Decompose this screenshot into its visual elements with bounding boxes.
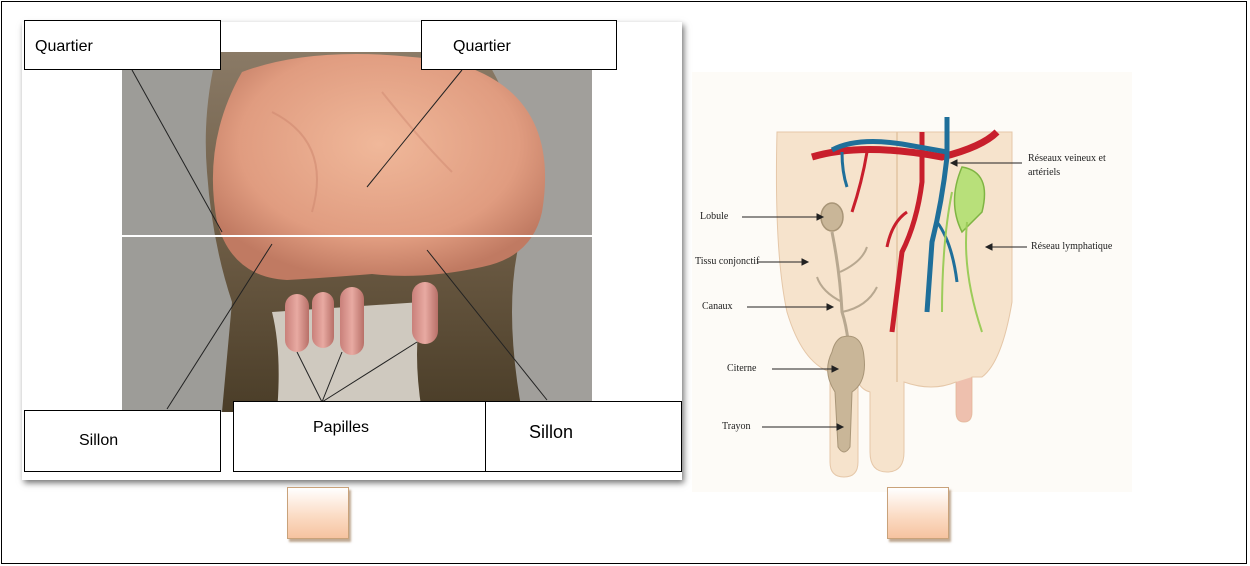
label-quartier-left-text: Quartier [35, 38, 93, 56]
label-sillon-right-text: Sillon [529, 422, 573, 443]
diagram-label-tissu: Tissu conjonctif [695, 256, 759, 267]
diagram-label-trayon: Trayon [722, 421, 751, 432]
label-papilles: Papilles [233, 401, 487, 472]
mammary-gland-illustration [692, 72, 1132, 492]
answer-box-left[interactable] [287, 487, 349, 539]
diagram-label-lymph: Réseau lymphatique [1031, 241, 1112, 252]
label-quartier-right: Quartier [421, 20, 617, 70]
label-papilles-text: Papilles [313, 419, 369, 437]
label-quartier-right-text: Quartier [453, 38, 511, 56]
diagram-label-citerne: Citerne [727, 363, 756, 374]
label-sillon-left-text: Sillon [79, 432, 118, 450]
label-sillon-left: Sillon [24, 410, 221, 472]
label-sillon-right: Sillon [485, 401, 682, 472]
answer-box-right[interactable] [887, 487, 949, 539]
mammary-gland-diagram: Lobule Tissu conjonctif Canaux Citerne T… [692, 72, 1132, 492]
diagram-label-lobule: Lobule [700, 211, 728, 222]
diagram-label-reseaux-line2: artériels [1028, 167, 1060, 178]
diagram-label-canaux: Canaux [702, 301, 733, 312]
label-quartier-left: Quartier [24, 20, 221, 70]
diagram-label-reseaux-line1: Réseaux veineux et [1028, 153, 1106, 164]
